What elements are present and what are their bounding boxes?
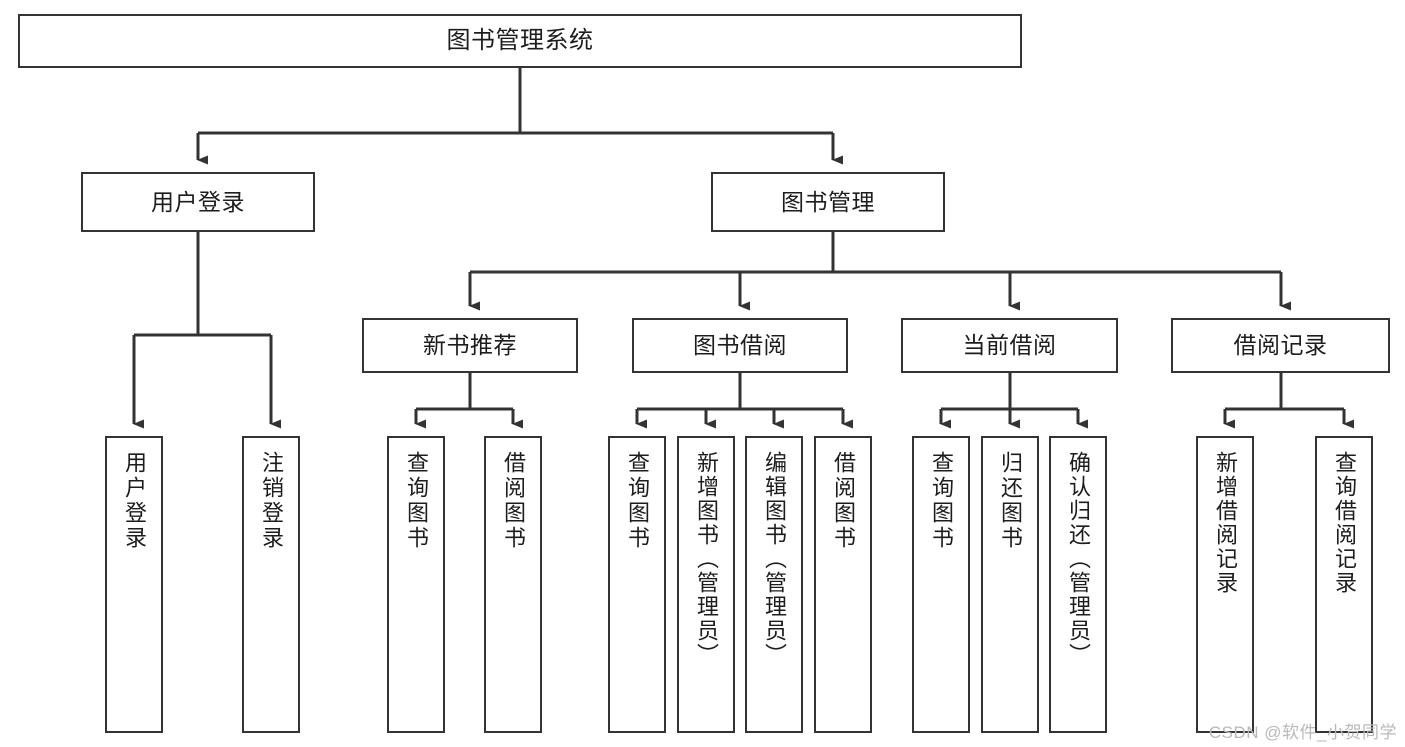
node-label: 新书推荐 [423, 332, 517, 359]
node-label: 图书管理系统 [446, 27, 594, 55]
leaf-add-book-admin[interactable]: 新增图书（管理员） [677, 436, 735, 733]
node-label: 图书管理 [781, 188, 875, 215]
node-label: 用户登录 [122, 451, 147, 551]
node-label: 确认归还（管理员） [1066, 451, 1091, 667]
node-label: 查询图书 [625, 451, 650, 551]
node-label: 当前借阅 [962, 332, 1057, 359]
node-book-borrow[interactable]: 图书借阅 [632, 318, 848, 373]
leaf-query-book-current[interactable]: 查询图书 [912, 436, 970, 733]
node-label: 查询图书 [929, 451, 954, 551]
leaf-borrow-book[interactable]: 借阅图书 [814, 436, 872, 733]
node-label: 查询图书 [404, 451, 429, 551]
node-book-management[interactable]: 图书管理 [711, 172, 945, 232]
node-label: 图书借阅 [693, 332, 787, 359]
node-label: 编辑图书（管理员） [762, 451, 787, 667]
leaf-user-login[interactable]: 用户登录 [105, 436, 163, 733]
leaf-edit-book-admin[interactable]: 编辑图书（管理员） [745, 436, 803, 733]
node-label: 新增图书（管理员） [694, 451, 719, 667]
watermark-credit: CSDN @软件_小贺同学 [1208, 723, 1397, 742]
node-new-book-recommend[interactable]: 新书推荐 [362, 318, 578, 373]
node-label: 查询借阅记录 [1332, 451, 1357, 595]
node-user-login[interactable]: 用户登录 [81, 172, 315, 232]
leaf-add-borrow-record[interactable]: 新增借阅记录 [1196, 436, 1254, 733]
leaf-query-borrow-record[interactable]: 查询借阅记录 [1315, 436, 1373, 733]
node-label: 归还图书 [998, 451, 1023, 551]
leaf-borrow-book-recommend[interactable]: 借阅图书 [484, 436, 542, 733]
node-label: 用户登录 [151, 188, 245, 215]
leaf-query-book-borrow[interactable]: 查询图书 [608, 436, 666, 733]
node-label: 借阅图书 [831, 451, 856, 551]
node-label: 注销登录 [259, 451, 284, 551]
node-current-borrow[interactable]: 当前借阅 [901, 318, 1118, 373]
node-label: 借阅图书 [501, 451, 526, 551]
leaf-logout[interactable]: 注销登录 [242, 436, 300, 733]
node-label: 借阅记录 [1233, 332, 1328, 359]
leaf-return-book[interactable]: 归还图书 [981, 436, 1039, 733]
leaf-query-book-recommend[interactable]: 查询图书 [387, 436, 445, 733]
node-root-system[interactable]: 图书管理系统 [18, 14, 1022, 68]
node-label: 新增借阅记录 [1213, 451, 1238, 595]
node-borrow-record[interactable]: 借阅记录 [1171, 318, 1390, 373]
leaf-confirm-return-admin[interactable]: 确认归还（管理员） [1049, 436, 1107, 733]
